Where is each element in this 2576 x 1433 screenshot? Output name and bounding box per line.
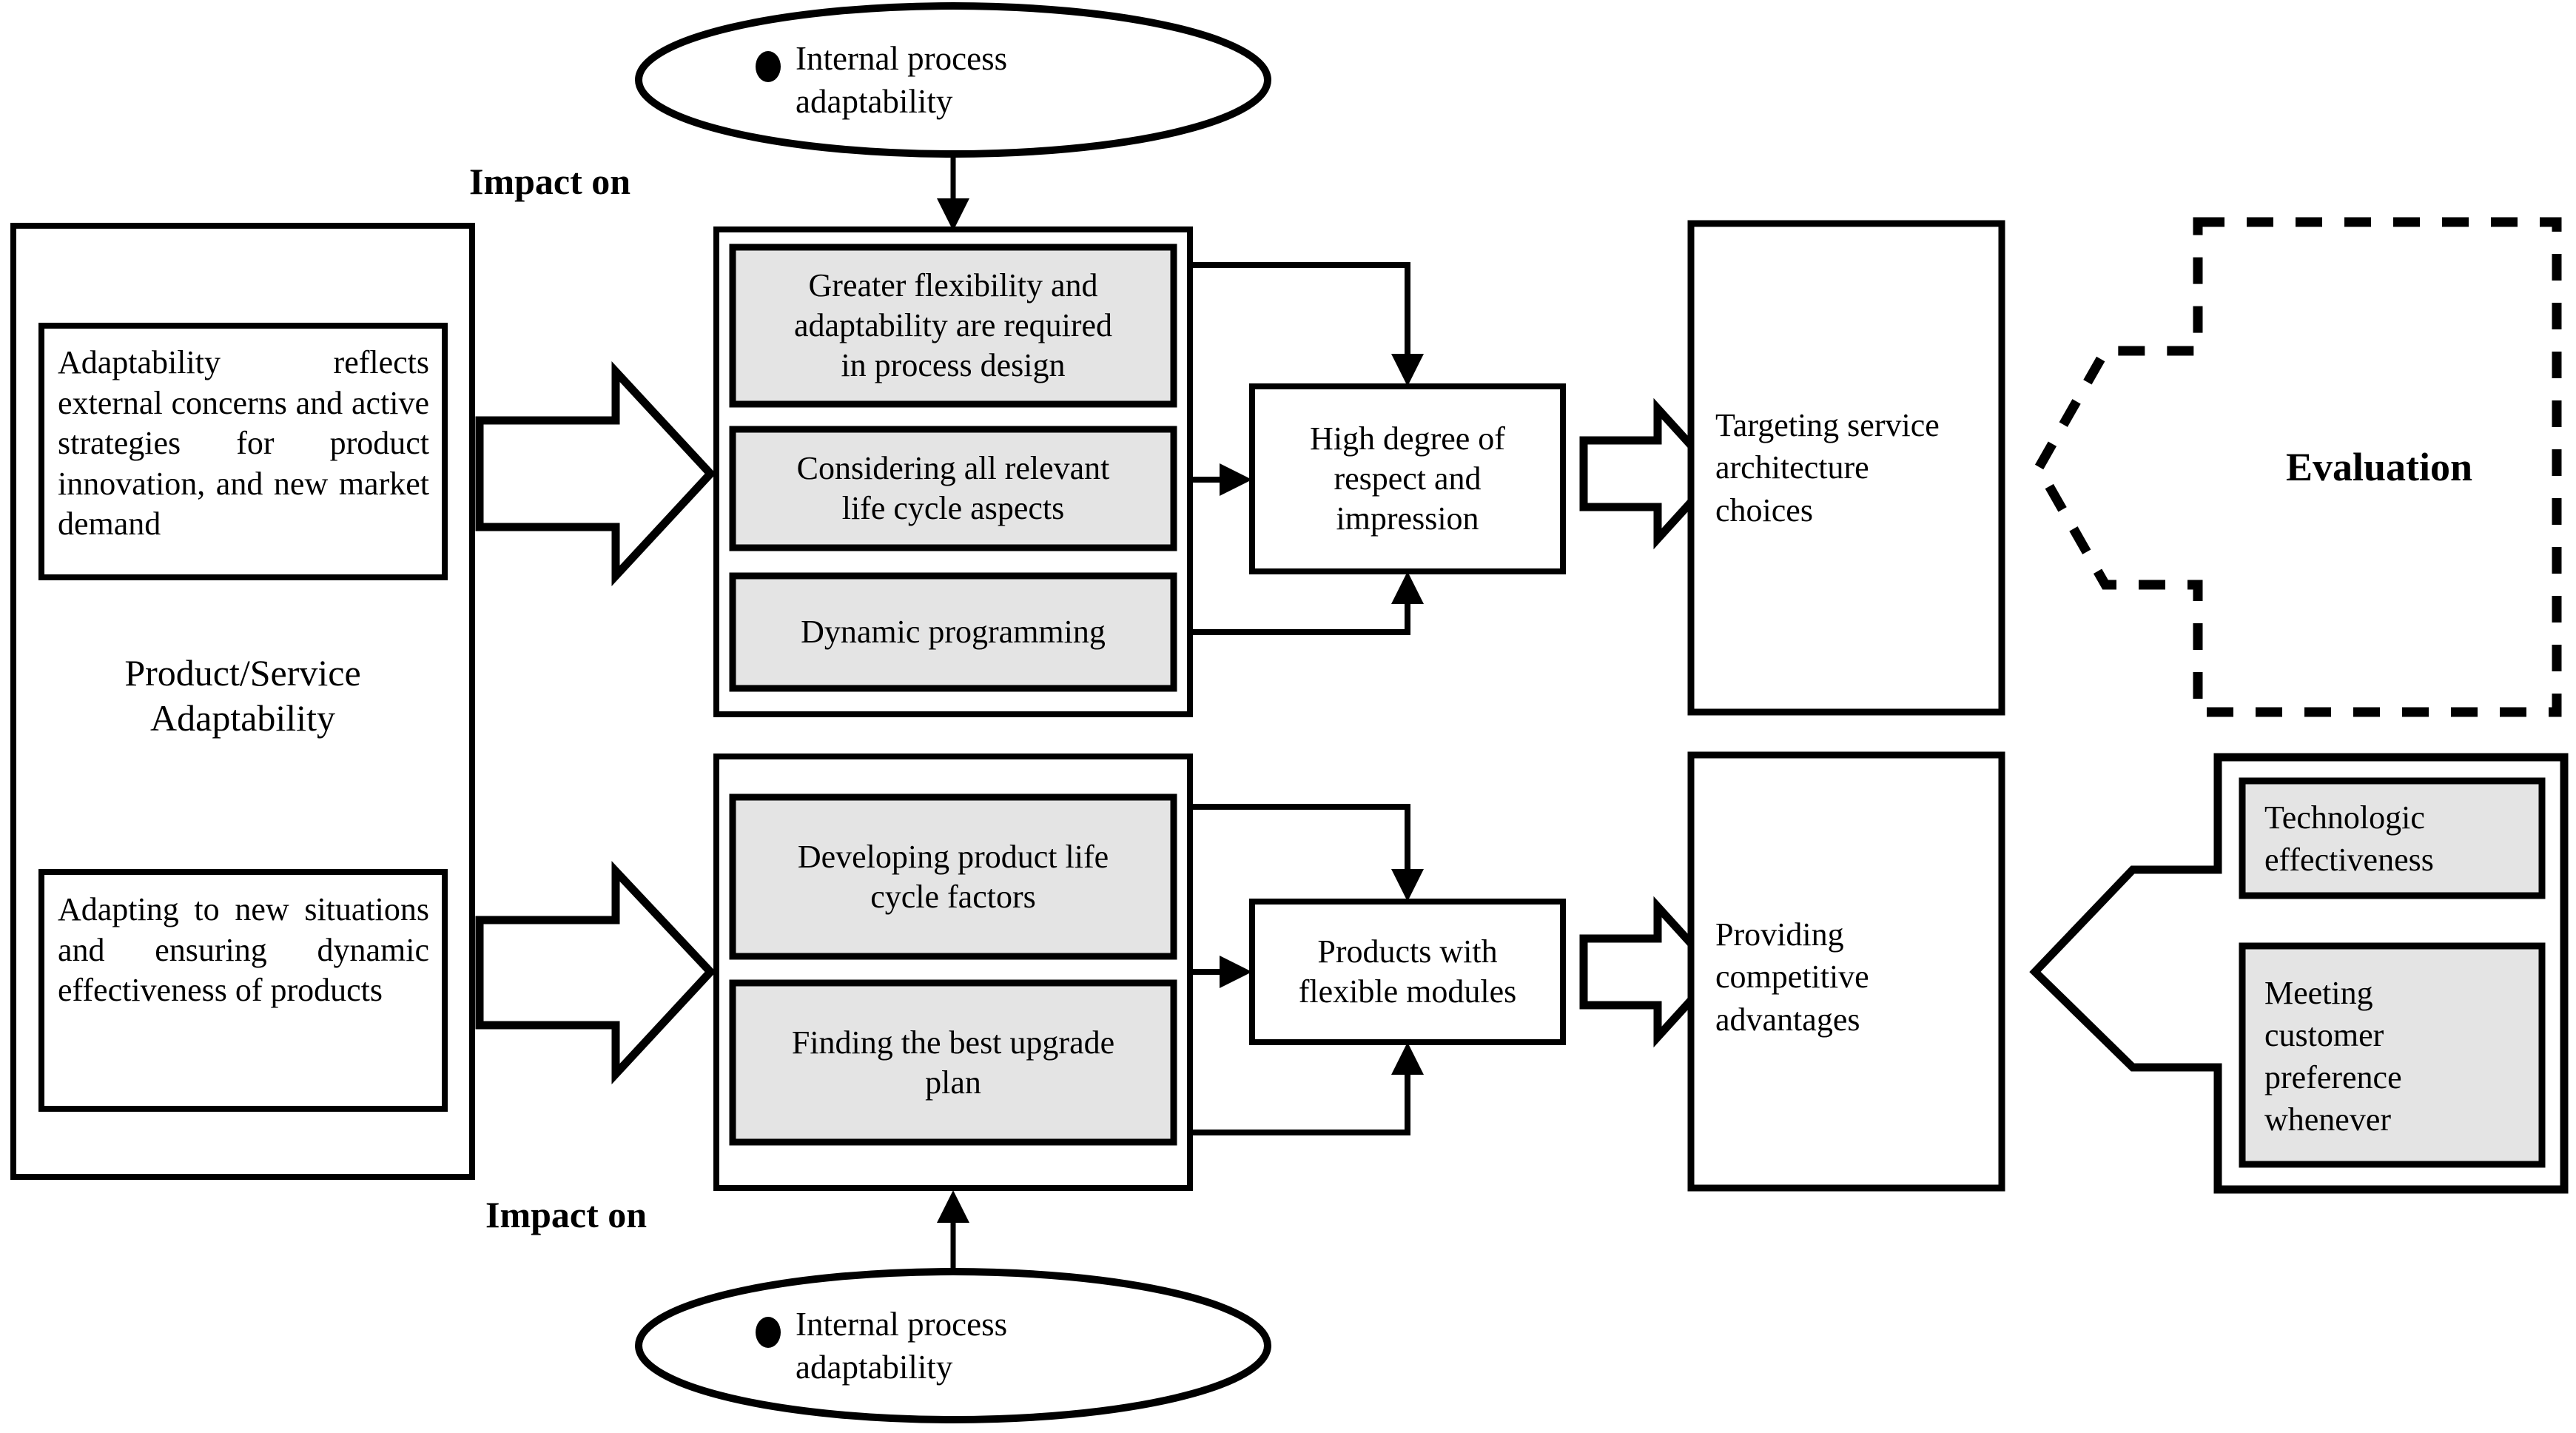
adapting-definition-box (38, 869, 448, 1112)
arrowhead-life-cycle (1220, 463, 1252, 496)
developing-life-cycle-factors-box (729, 793, 1177, 960)
evaluation-dashed-arrow (2033, 217, 2562, 717)
block-arrow-to-targeting-service (1579, 397, 1723, 550)
block-arrow-to-providing-advantages (1579, 896, 1723, 1048)
block-arrow-upper-track (475, 360, 716, 587)
technologic-effectiveness-box (2239, 777, 2546, 899)
arrowhead-ellipse-top (937, 198, 969, 231)
connector-upgrade-plan-to-aggregate (1190, 1067, 1410, 1135)
arrowhead-greater-flexibility (1391, 354, 1424, 386)
connector-dynamic-programming-to-aggregate (1190, 597, 1410, 635)
ellipse-top-shape (635, 2, 1271, 158)
adaptability-definition-box (38, 323, 448, 580)
products-flexible-modules-box (1249, 899, 1566, 1045)
ellipse-bottom-bullet-icon (756, 1317, 781, 1348)
connector-developing-to-aggregate (1190, 804, 1410, 876)
connector-greater-flexibility-to-aggregate (1190, 262, 1410, 361)
arrowhead-lower-container (1220, 956, 1252, 988)
arrowhead-upgrade-plan (1391, 1042, 1424, 1075)
ellipse-top-bullet-icon (756, 51, 781, 82)
ellipse-bottom-shape (635, 1268, 1271, 1423)
left-panel-outer-box (10, 223, 475, 1180)
arrowhead-ellipse-bottom (937, 1190, 969, 1223)
providing-competitive-advantages-box (1687, 751, 2005, 1192)
life-cycle-aspects-box (729, 426, 1177, 551)
best-upgrade-plan-box (729, 979, 1177, 1146)
greater-flexibility-box (729, 244, 1177, 408)
block-arrow-lower-track (475, 861, 716, 1085)
arrowhead-developing (1391, 869, 1424, 902)
dynamic-programming-box (729, 572, 1177, 692)
meeting-customer-preference-box (2239, 942, 2546, 1168)
targeting-service-box (1687, 220, 2005, 716)
high-degree-respect-box (1249, 383, 1566, 574)
arrowhead-dynamic-programming (1391, 571, 1424, 604)
